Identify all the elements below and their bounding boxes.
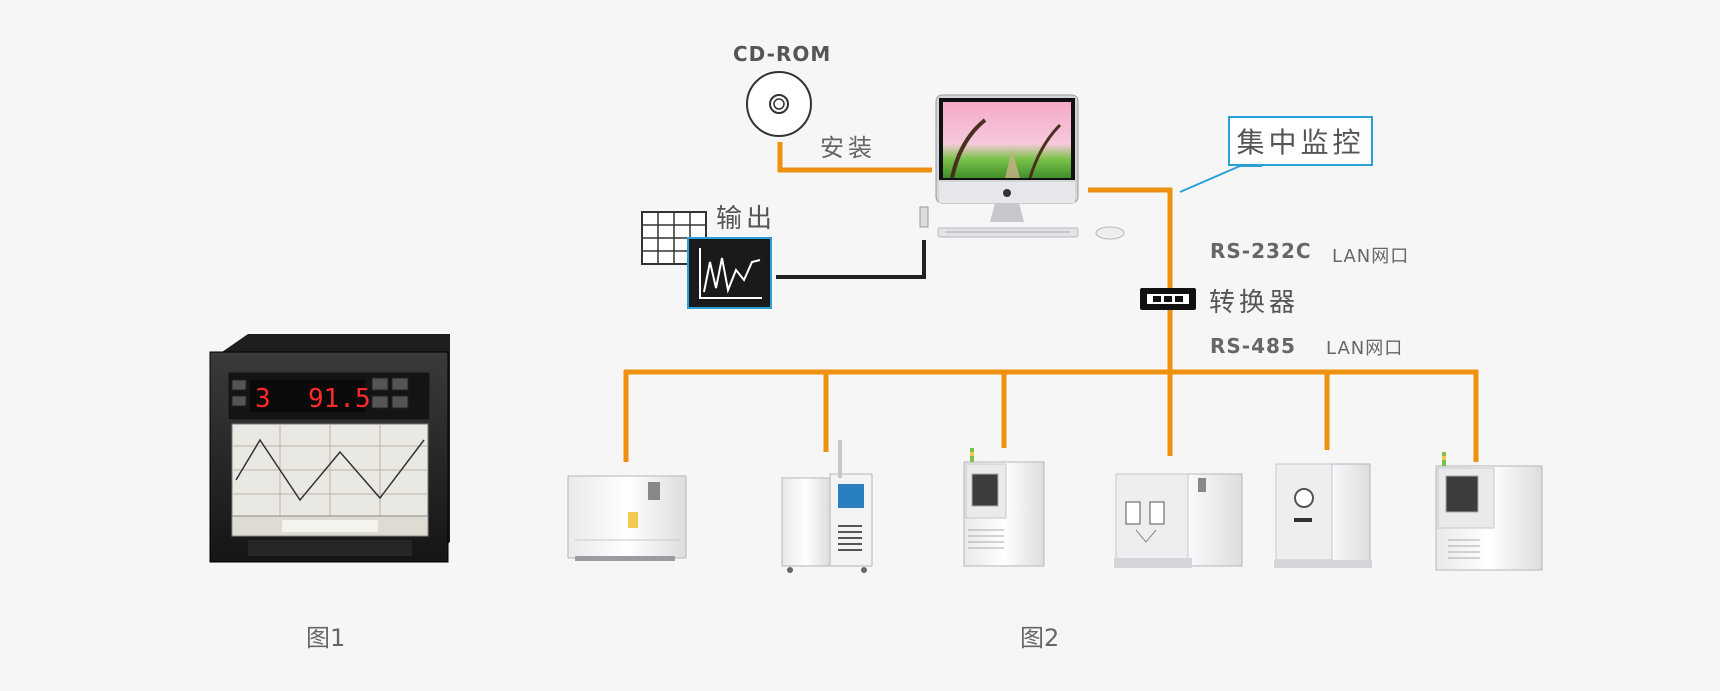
lan-port-label-2: LAN网口: [1326, 338, 1404, 359]
display-channel: 3: [255, 384, 271, 414]
lan-port-label-1: LAN网口: [1332, 246, 1410, 267]
converter-icon: [1140, 288, 1196, 310]
central-monitoring-callout: 集中监控: [1228, 116, 1373, 166]
central-monitoring-label: 集中监控: [1236, 126, 1365, 159]
orange-connection-lines: [623, 142, 1479, 462]
test-chamber-1: [567, 475, 687, 561]
cd-rom-label: CD-ROM: [733, 42, 832, 66]
computer-to-bus-line: [1088, 187, 1173, 456]
cd-rom-icon: [746, 71, 812, 137]
test-chamber-5: [1274, 463, 1372, 568]
output-line: [776, 240, 926, 279]
test-chamber-6: [1435, 452, 1543, 571]
rs232c-label: RS-232C: [1210, 239, 1312, 263]
install-label: 安装: [820, 134, 876, 162]
install-line: [777, 142, 932, 173]
callout-pointer: [1179, 165, 1262, 193]
computer-icon: [919, 94, 1125, 240]
chart-recorder-device: 3 91.5: [209, 334, 450, 563]
test-chamber-3: [963, 448, 1045, 567]
rs485-label: RS-485: [1210, 334, 1296, 358]
chart-output-icon: [687, 237, 772, 309]
test-chamber-2: [781, 440, 873, 573]
display-value: 91.5: [308, 384, 371, 414]
test-chamber-4: [1114, 473, 1243, 568]
recorder-display: 3 91.5: [250, 380, 371, 414]
converter-label: 转换器: [1209, 288, 1300, 318]
figure-2-caption: 图2: [1020, 624, 1060, 652]
figure-1-caption: 图1: [306, 624, 346, 652]
output-label: 输出: [716, 204, 777, 234]
